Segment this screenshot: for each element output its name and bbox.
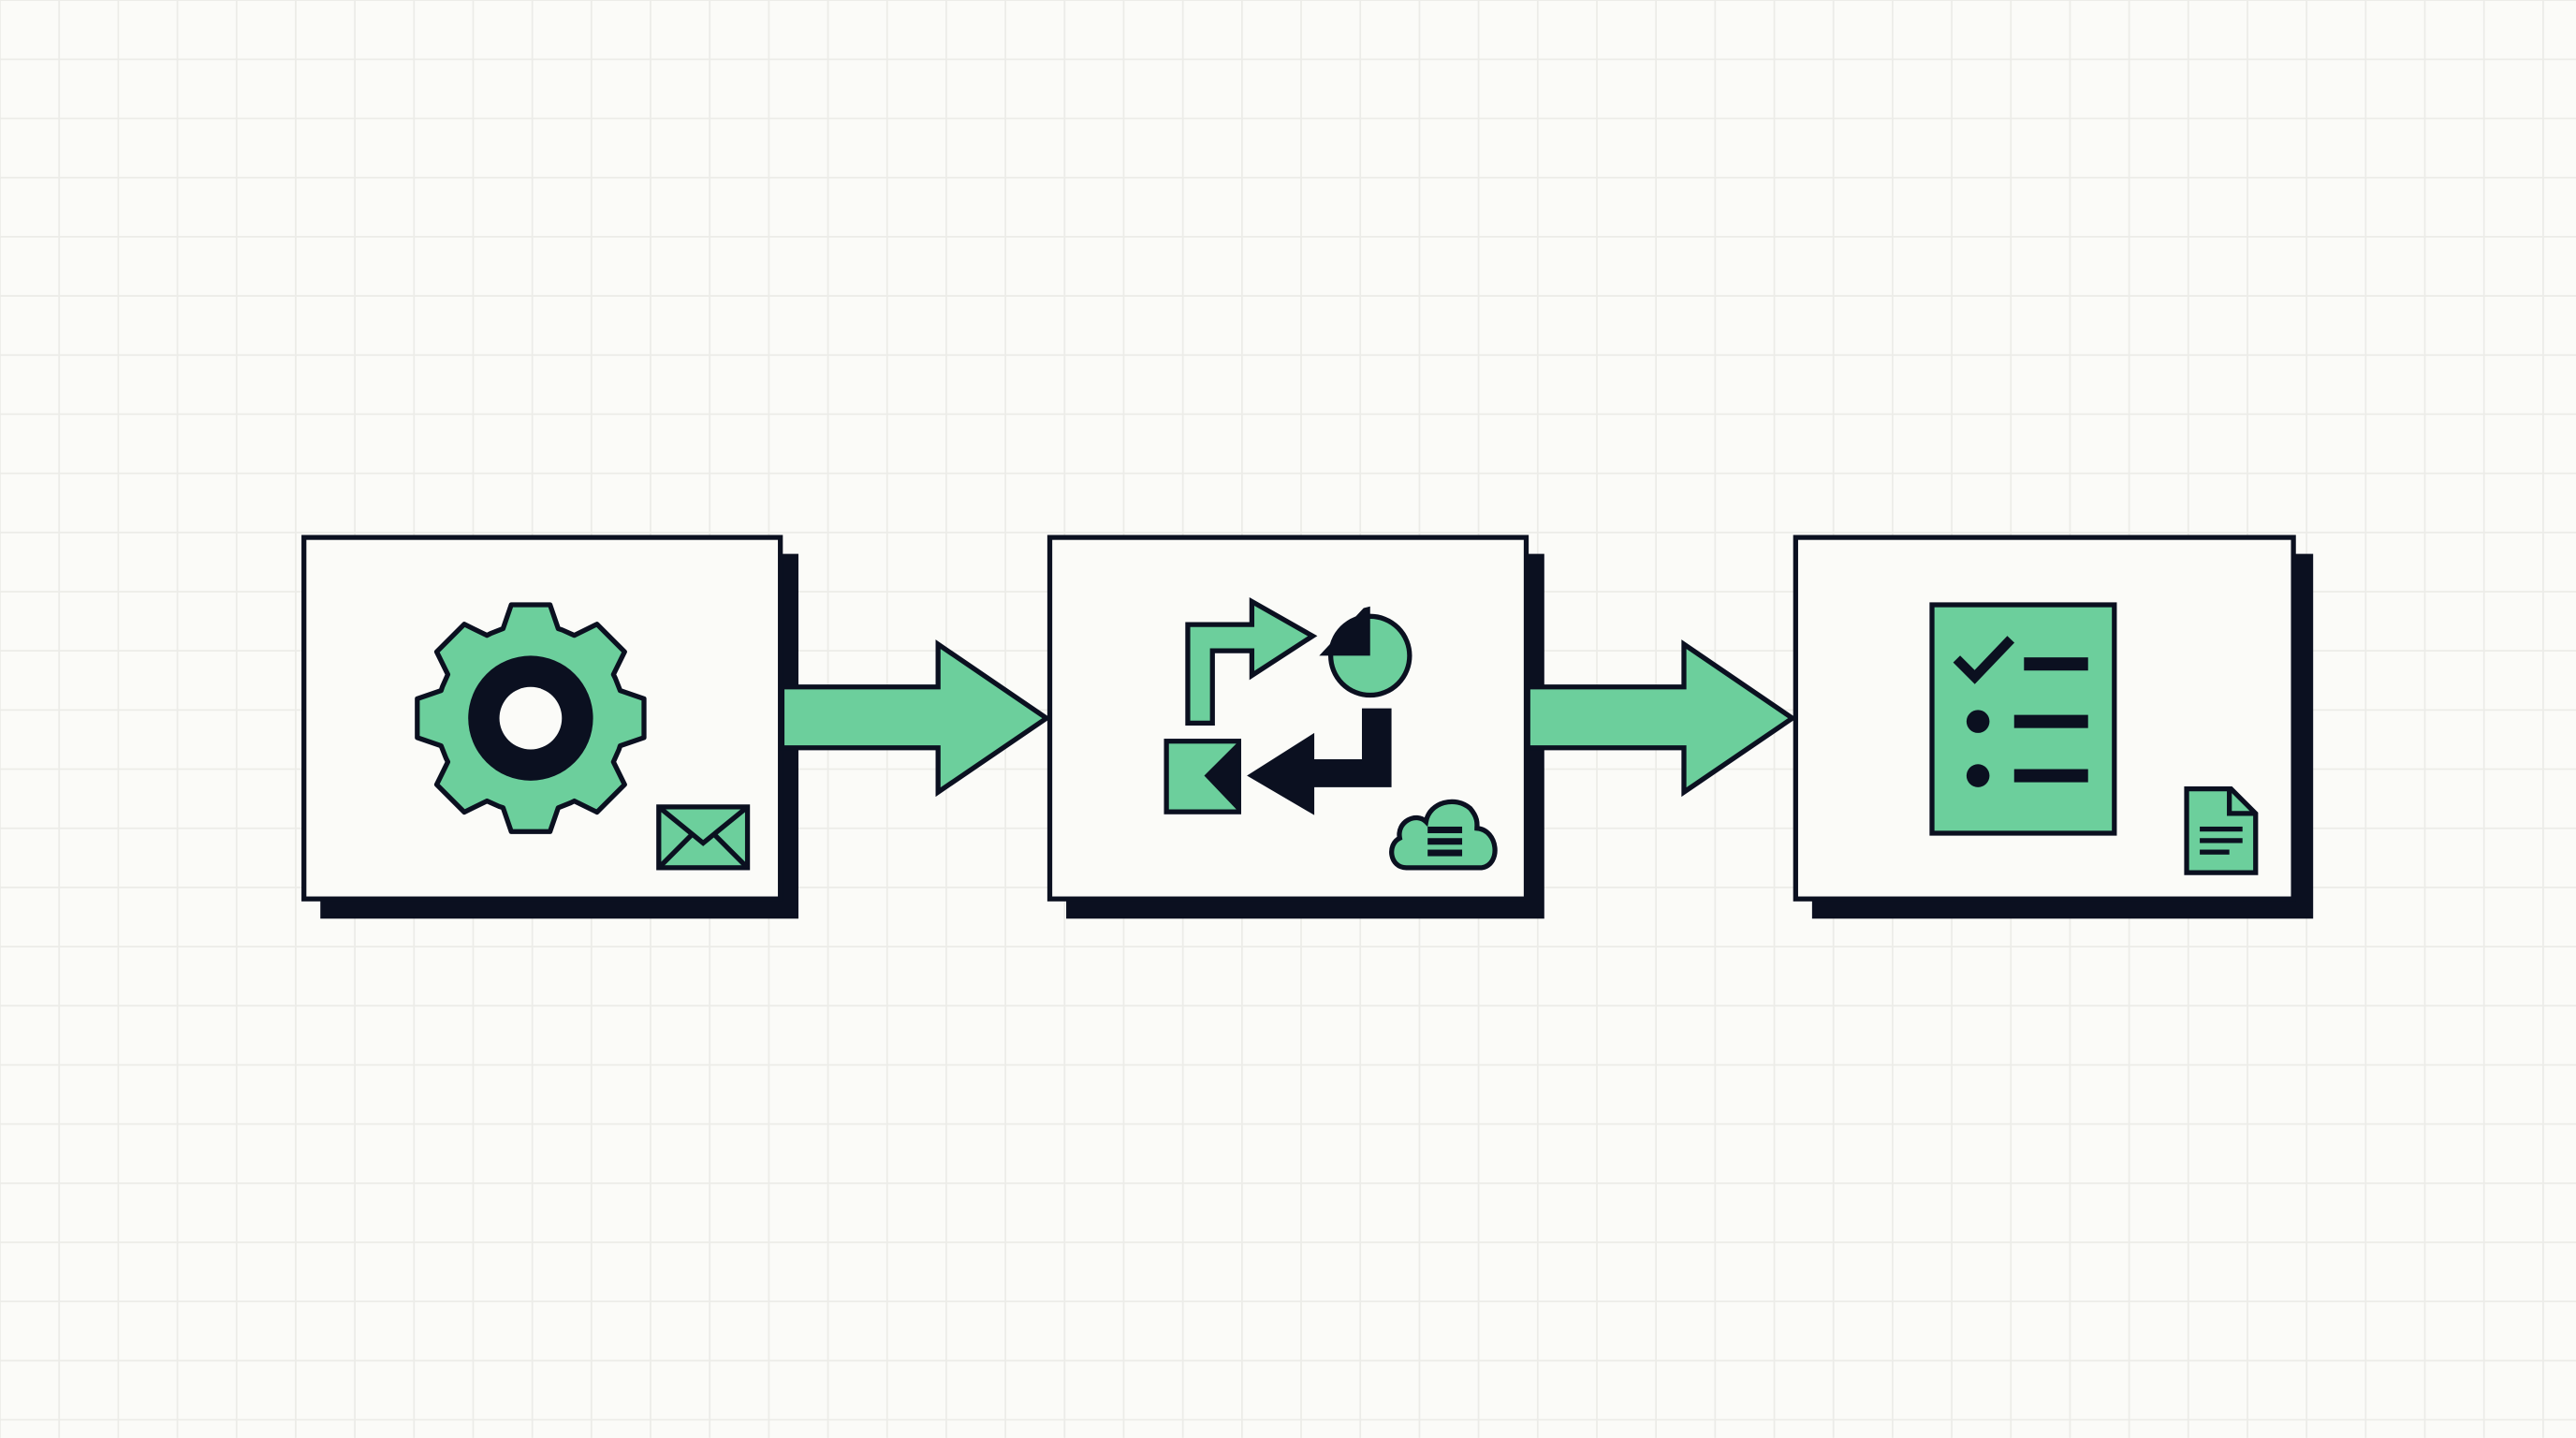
pie-chart-icon — [1319, 606, 1412, 698]
arrow-right-icon — [1525, 639, 1797, 798]
step-1-card — [301, 535, 798, 919]
arrow-right-icon — [779, 639, 1051, 798]
cloud-server-icon — [1389, 799, 1498, 871]
checklist-icon — [1929, 602, 2117, 836]
gear-icon — [415, 602, 647, 834]
workflow-cycle-icon — [1164, 596, 1392, 815]
envelope-icon — [656, 804, 751, 871]
document-icon — [2184, 785, 2259, 875]
step-3-card — [1793, 535, 2314, 919]
step-2-card — [1046, 535, 1544, 919]
